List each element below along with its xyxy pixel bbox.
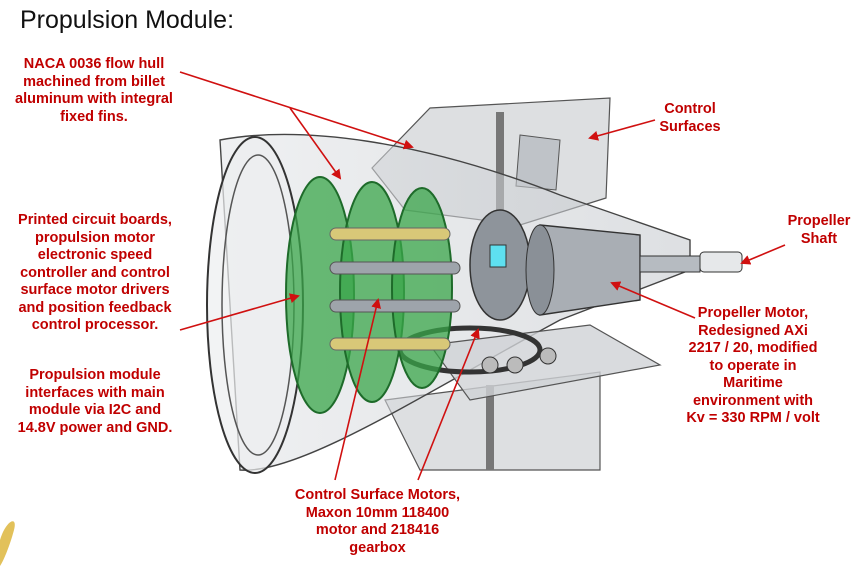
arrow-cs-motor-2 bbox=[417, 328, 480, 481]
pcb-stack bbox=[285, 176, 453, 414]
arrow-propeller-motor bbox=[610, 281, 696, 319]
label-control-surface-motors: Control Surface Motors, Maxon 10mm 11840… bbox=[294, 487, 461, 556]
arrow-control-surfaces bbox=[588, 119, 656, 141]
internal-standoffs bbox=[329, 227, 461, 351]
arrow-hull-2 bbox=[289, 107, 342, 180]
arrow-cs-motor-1 bbox=[334, 298, 382, 481]
arrow-hull-1 bbox=[179, 71, 414, 150]
page-title: Propulsion Module: bbox=[20, 6, 235, 34]
label-pcb: Printed circuit boards, propulsion motor… bbox=[18, 212, 172, 333]
callout-arrows bbox=[179, 71, 786, 481]
arrow-propeller-shaft bbox=[740, 244, 786, 265]
label-propeller-shaft: Propeller Shaft bbox=[787, 213, 851, 247]
propeller-motor bbox=[469, 209, 641, 321]
side-fin bbox=[397, 324, 662, 401]
label-control-surfaces: Control Surfaces bbox=[659, 101, 721, 135]
corner-logo-mark bbox=[0, 521, 15, 566]
propeller-shaft bbox=[639, 251, 743, 273]
bottom-control-surface bbox=[384, 371, 601, 471]
arrow-pcb bbox=[179, 293, 300, 331]
label-hull: NACA 0036 flow hull machined from billet… bbox=[15, 56, 173, 125]
label-interfaces: Propulsion module interfaces with main m… bbox=[17, 367, 173, 436]
label-propeller-motor: Propeller Motor, Redesigned AXi 2217 / 2… bbox=[686, 305, 820, 426]
